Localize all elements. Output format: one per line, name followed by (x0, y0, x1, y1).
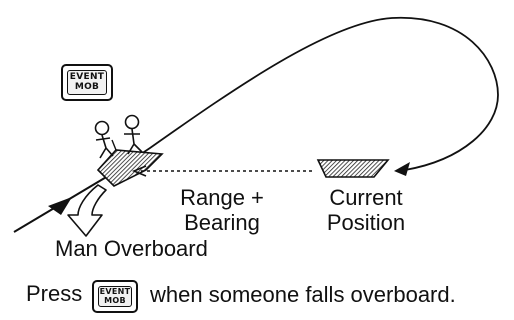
inline-key-line2: MOB (104, 297, 126, 305)
event-mob-key-inline: EVENT MOB (92, 280, 138, 313)
person-icon (96, 122, 114, 159)
instruction-after: when someone falls overboard. (150, 282, 456, 307)
man-overboard-arrow (68, 185, 106, 236)
man-overboard-label: Man Overboard (55, 236, 208, 261)
event-mob-key-face: EVENT MOB (67, 70, 107, 95)
event-mob-key-inline-face: EVENT MOB (98, 286, 132, 307)
instruction-text: Press (26, 279, 82, 309)
current-position-marker (318, 160, 388, 177)
incoming-track-arrowhead (48, 197, 72, 215)
instruction-before: Press (26, 281, 82, 306)
event-mob-key: EVENT MOB (61, 64, 113, 101)
vessel-track-loop (108, 18, 498, 176)
range-bearing-label: Range + Bearing (170, 185, 274, 235)
person-icon (124, 116, 142, 155)
range-label-line1: Range + (170, 185, 274, 210)
loop-arrowhead (394, 162, 410, 176)
event-key-line2: MOB (75, 83, 99, 92)
current-position-label: Current Position (318, 185, 414, 235)
current-label-line2: Position (318, 210, 414, 235)
current-label-line1: Current (318, 185, 414, 210)
range-label-line2: Bearing (170, 210, 274, 235)
